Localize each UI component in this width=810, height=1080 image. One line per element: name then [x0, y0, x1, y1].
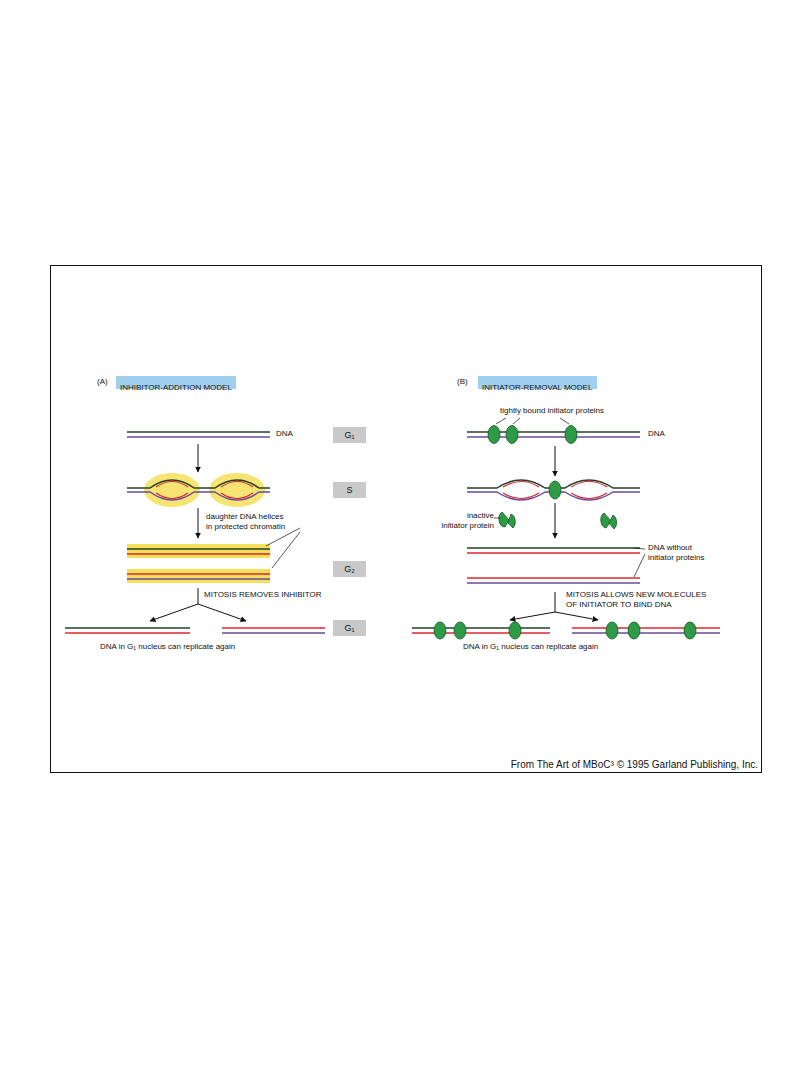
phase-label: G₁: [344, 431, 354, 440]
replication-bubbles: [127, 473, 270, 507]
mitosis-split-part: [198, 604, 246, 621]
annotation: DNA without initiator proteins: [648, 543, 733, 563]
credit-line: From The Art of MBoC³ © 1995 Garland Pub…: [440, 759, 758, 772]
phase-label: G₂: [344, 565, 355, 574]
protected-chromatin-part: [127, 553, 270, 555]
panel-letter: (A): [97, 377, 108, 387]
mitosis-split-part: [150, 604, 198, 621]
dna-daughters-part: [222, 632, 325, 634]
protected-chromatin-part: [127, 548, 270, 550]
phase-label: G₁: [344, 624, 354, 633]
annotation: daughter DNA helices in protected chroma…: [206, 512, 306, 532]
dna-daughters-part: [572, 632, 720, 634]
initiator-proteins: [488, 426, 577, 444]
initiator-proteins: [434, 622, 696, 639]
dna-g1: [127, 432, 270, 437]
inactive-initiator-part: [508, 514, 515, 528]
initiator-proteins-part: [454, 622, 466, 639]
phase-box: G₁: [333, 427, 366, 443]
panel-a-illustration: [65, 432, 325, 633]
model-title-text: INHIBITOR-ADDITION MODEL: [120, 381, 232, 394]
dna-g1-part: [127, 436, 270, 438]
dna-daughters-part: [65, 632, 190, 634]
protected-chromatin: [127, 544, 270, 583]
initiator-proteins-part: [434, 622, 446, 639]
leader-lines-part: [560, 418, 569, 424]
dna-daughters: [65, 628, 325, 633]
arrow: [198, 508, 199, 538]
initiator-proteins-part: [606, 622, 618, 639]
dna-label: DNA: [648, 429, 665, 439]
replication-bubbles: [467, 480, 640, 500]
phase-label: S: [346, 486, 352, 495]
initiator-proteins-part: [506, 426, 518, 444]
replication-bubbles-part: [549, 481, 561, 499]
leader-lines: [266, 528, 300, 568]
inactive-initiator-part: [601, 513, 611, 528]
arrow: [198, 444, 199, 472]
initiator-proteins-part: [488, 426, 500, 444]
annotation: DNA in G₁ nucleus can replicate again: [463, 642, 598, 652]
leader-lines-part: [634, 548, 645, 549]
model-title-text: INITIATOR-REMOVAL MODEL: [482, 381, 592, 394]
mitosis-split-part: [555, 592, 556, 612]
model-title: INHIBITOR-ADDITION MODEL: [116, 376, 236, 389]
step-label: MITOSIS REMOVES INHIBITOR: [204, 590, 322, 600]
leader-lines-part: [496, 418, 506, 424]
annotation: tightly bound initiator proteins: [500, 406, 604, 416]
phase-box: G₁: [333, 620, 366, 636]
phase-box: S: [333, 482, 366, 498]
protected-chromatin-part: [127, 569, 270, 583]
dna-g1-part: [127, 431, 270, 433]
dna-daughters-part: [222, 627, 325, 629]
inactive-initiator-part: [609, 515, 617, 529]
inactive-initiator-part: [499, 512, 509, 527]
leader-lines-part: [634, 554, 645, 577]
dna-label: DNA: [276, 429, 293, 439]
dna-daughters-part: [65, 627, 190, 629]
leader-lines: [496, 418, 569, 424]
panel-letter: (B): [457, 377, 468, 387]
phase-box: G₂: [333, 561, 366, 577]
annotation: DNA in G₁ nucleus can replicate again: [100, 642, 235, 652]
arrow: [555, 503, 556, 538]
protected-chromatin-part: [127, 573, 270, 575]
dna-g2-part: [467, 582, 640, 584]
arrow: [555, 446, 556, 476]
annotation: inactive initiator protein: [416, 511, 494, 531]
initiator-proteins-part: [684, 622, 696, 639]
dna-daughters-part: [412, 632, 550, 634]
step-label: MITOSIS ALLOWS NEW MOLECULES OF INITIATO…: [566, 590, 726, 610]
mitosis-split-part: [198, 588, 199, 604]
dna-g2-part: [467, 552, 640, 554]
replication-bubbles-part: [156, 482, 253, 499]
dna-g2-part: [467, 547, 640, 549]
dna-g2: [467, 548, 640, 583]
dna-g2-part: [467, 577, 640, 579]
dna-daughters-part: [572, 627, 720, 629]
initiator-proteins-part: [509, 622, 521, 639]
leader-line: [494, 518, 500, 519]
dna-daughters-part: [412, 627, 550, 629]
initiator-proteins-part: [628, 622, 640, 639]
mitosis-split-part: [510, 612, 555, 620]
mitosis-split-part: [555, 612, 598, 620]
leader-lines-part: [513, 418, 520, 424]
protected-chromatin-part: [127, 544, 270, 558]
initiator-proteins-part: [565, 426, 577, 444]
model-title: INITIATOR-REMOVAL MODEL: [478, 376, 597, 389]
leader-lines-part: [272, 532, 300, 568]
protected-chromatin-part: [127, 578, 270, 580]
figure-frame: [51, 266, 762, 773]
leader-lines: [634, 548, 645, 577]
inactive-initiator: [499, 512, 617, 529]
replication-bubbles-part: [144, 473, 200, 507]
replication-bubbles-part: [503, 482, 607, 499]
replication-bubbles-part: [209, 473, 265, 507]
